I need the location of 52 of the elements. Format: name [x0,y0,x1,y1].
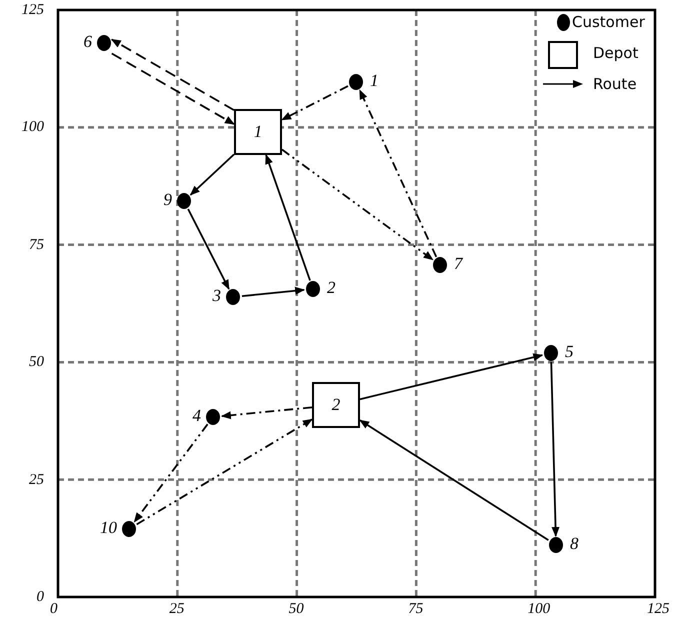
customer-number: 6 [84,33,92,51]
route-arrow [136,418,313,526]
customer-number: 10 [100,519,117,537]
route-arrow [110,38,234,111]
route-arrow [220,406,312,420]
customer-number: 7 [454,255,462,273]
customer-number: 1 [370,72,378,90]
customer-dot [349,74,363,90]
route-arrow [358,89,438,258]
route-arrow [359,420,549,541]
legend-label: Route [593,75,637,93]
depot-box: 1 [234,109,282,155]
route-arrow [187,208,230,290]
x-tick-label: 0 [50,601,58,617]
customer-dot [206,409,220,425]
route-arrow [265,154,311,281]
customer-number: 9 [164,191,172,209]
customer-dot [433,257,447,273]
customer-number: 4 [192,407,201,425]
y-tick-label: 75 [29,236,44,253]
y-tick-label: 25 [29,472,44,488]
customer-dot [226,289,240,305]
y-tick-label: 50 [29,354,44,370]
route-arrow [281,148,434,260]
x-tick-label: 25 [169,601,184,617]
y-tick-label: 125 [22,2,44,18]
y-tick-label: 100 [22,119,44,136]
customer-number: 2 [327,279,336,297]
customer-dot [177,193,191,209]
x-tick-label: 125 [647,601,670,617]
legend-label: Depot [593,44,638,62]
customer-dot [97,35,111,51]
customer-number: 8 [570,535,578,553]
x-tick-label: 75 [408,601,424,617]
customer-dot [122,521,136,537]
route-arrow [190,154,235,196]
route-arrow [281,85,348,121]
legend-label: Customer [572,13,645,31]
x-tick-label: 50 [288,601,304,617]
route-arrow [242,286,306,297]
customer-dot [549,537,563,553]
customer-number: 5 [565,343,574,361]
route-arrow [111,52,235,125]
route-arrow [134,424,208,523]
route-arrow [360,353,544,400]
depot-box: 2 [312,382,360,428]
customer-dot [306,281,320,297]
route-arrow [550,362,560,537]
y-tick-label: 0 [36,589,44,605]
customer-number: 3 [212,287,221,305]
x-tick-label: 100 [528,601,550,617]
customer-dot [544,345,558,361]
